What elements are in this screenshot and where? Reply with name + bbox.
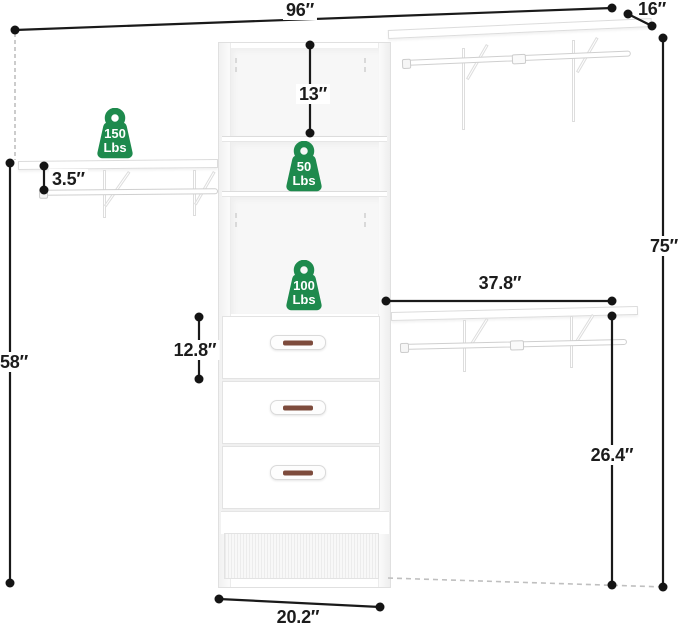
weight-capacity-icon-50lbs: 50 Lbs bbox=[281, 141, 327, 195]
drawer bbox=[222, 381, 380, 444]
weight-unit: Lbs bbox=[292, 292, 316, 307]
weight-capacity-icon-150lbs: 150 Lbs bbox=[92, 108, 138, 162]
drawer-handle-grip bbox=[282, 340, 313, 345]
weight-value: 50 bbox=[296, 159, 312, 174]
weight-value: 100 bbox=[293, 278, 315, 293]
drawer-handle-grip bbox=[282, 405, 313, 410]
dim-label-total-width: 96″ bbox=[282, 0, 318, 20]
dim-label-rod-floor: 26.4″ bbox=[587, 445, 637, 465]
tower-base bbox=[221, 511, 389, 534]
upper-right-bracket bbox=[462, 48, 465, 130]
weight-value: 150 bbox=[104, 126, 126, 141]
drawer-handle bbox=[269, 335, 326, 350]
drawer bbox=[222, 446, 380, 509]
drawer-handle bbox=[269, 400, 326, 415]
upper-right-bracket bbox=[572, 40, 575, 122]
tower-right-panel bbox=[378, 43, 390, 587]
weight-icon bbox=[286, 141, 322, 192]
dim-label-shelf-rod-gap: 3.5″ bbox=[49, 169, 88, 189]
drawer bbox=[222, 316, 380, 379]
tower-shelf bbox=[222, 191, 387, 197]
drawer-handle-grip bbox=[282, 470, 313, 475]
weight-icon bbox=[97, 108, 133, 159]
dim-label-left-height: 58″ bbox=[0, 352, 32, 372]
drawer-handle bbox=[269, 465, 326, 480]
dim-label-tower-width: 20.2″ bbox=[276, 607, 320, 625]
weight-unit: Lbs bbox=[292, 173, 316, 188]
center-tower bbox=[218, 42, 391, 588]
dim-label-drawer-height: 12.8″ bbox=[170, 340, 220, 360]
dim-label-right-rod-width: 37.8″ bbox=[478, 273, 522, 293]
weight-icon bbox=[286, 260, 322, 311]
tower-bottom-recess-panel bbox=[224, 533, 379, 579]
dim-label-depth: 16″ bbox=[637, 0, 667, 19]
dim-label-top-cubby: 13″ bbox=[295, 84, 331, 104]
dim-label-total-height: 75″ bbox=[646, 236, 679, 256]
weight-capacity-icon-100lbs: 100 Lbs bbox=[281, 260, 327, 314]
weight-unit: Lbs bbox=[103, 140, 127, 155]
